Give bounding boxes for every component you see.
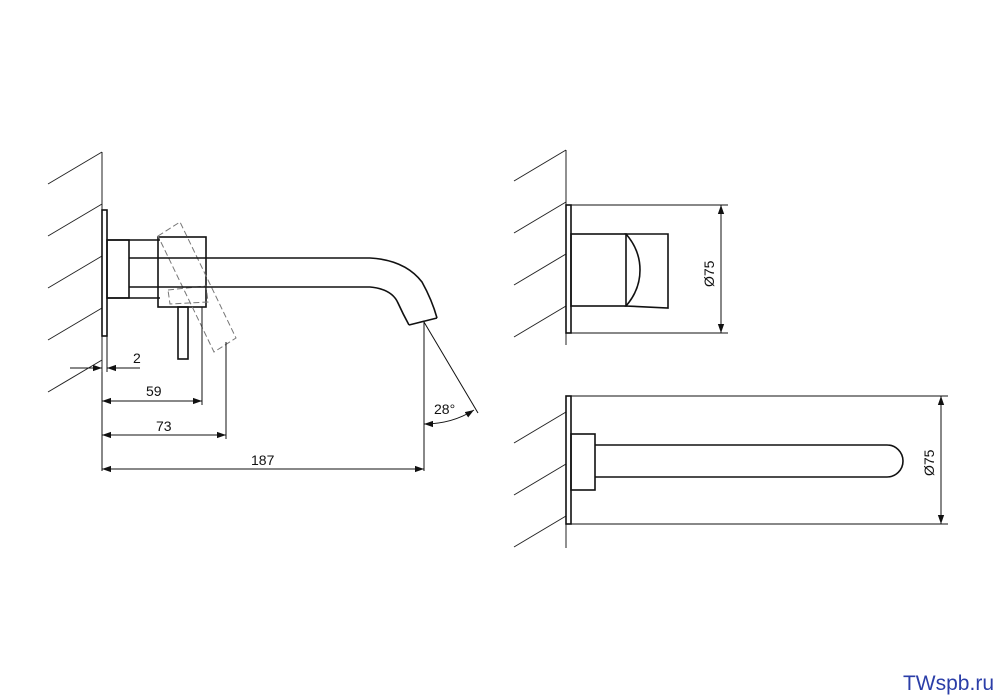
wall-hatch-top [513, 398, 567, 548]
dim-label-top-diameter: Ø75 [921, 449, 937, 476]
top-view: Ø75 [513, 395, 948, 548]
dim-label-angle: 28° [434, 401, 455, 417]
dim-label-73: 73 [156, 418, 172, 434]
mixer-body-top [570, 433, 596, 491]
dimension-front [571, 204, 728, 334]
spout-top [595, 444, 904, 478]
dim-label-2: 2 [133, 350, 141, 366]
dimension-lines-side [70, 307, 479, 473]
front-view: Ø75 [513, 149, 728, 345]
mixer-body-side [106, 236, 207, 308]
dim-label-187: 187 [251, 452, 275, 468]
spout-side [129, 257, 438, 326]
site-watermark: TWspb.ru [902, 672, 994, 695]
dim-label-front-diameter: Ø75 [701, 260, 717, 287]
wall-hatch-left [47, 151, 103, 393]
mixer-handle-front [570, 233, 669, 309]
dimension-top [571, 395, 948, 525]
dim-label-59: 59 [146, 383, 162, 399]
wall-hatch-front [513, 149, 567, 345]
lever-handle-side [157, 221, 237, 360]
side-view: 2 59 73 187 28° [47, 151, 479, 473]
